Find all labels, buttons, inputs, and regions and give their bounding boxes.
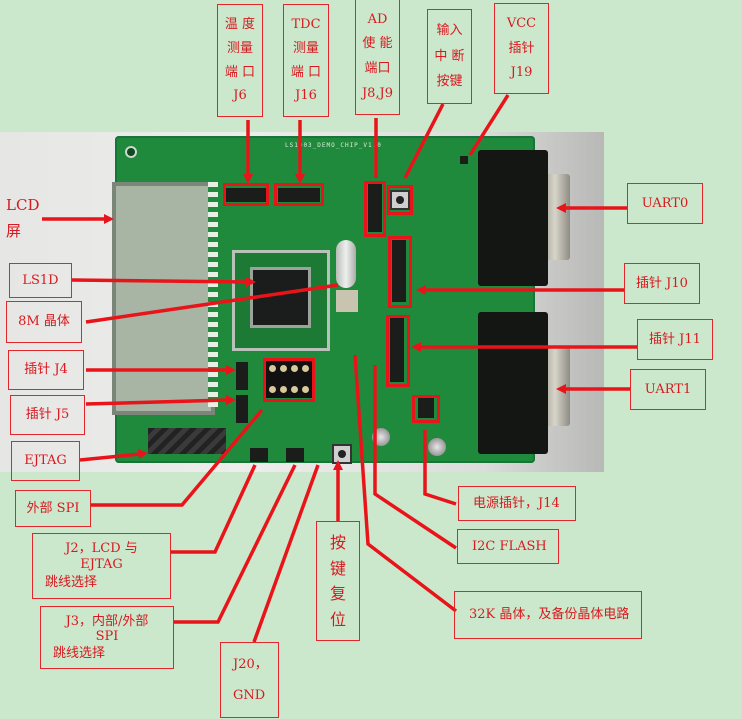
label-text: VCC [506,16,537,32]
label-text: 测量 [226,40,253,56]
label-text: GND [233,687,266,703]
label-text: 按 [329,533,346,553]
label-text: 跳线选择 [45,575,98,591]
line-j3 [174,464,297,624]
lcd-pins [208,182,218,407]
label-text: J3，内部/外部 SPI [65,613,149,645]
label-text: TDC [291,17,321,33]
label-ejtag: EJTAG [11,441,80,481]
header-j5 [236,395,248,423]
interrupt-button [390,190,410,210]
header-ejtag [148,428,226,454]
crystal-32k [336,290,358,312]
label-8m-crystal: 8M 晶体 [6,301,82,343]
label-text: 测量 [292,40,319,56]
label-text: 温 度 [224,17,256,33]
header-j8-j9 [368,182,382,232]
label-text: LCD [6,196,40,214]
label-text: J16 [295,88,317,104]
line-j20 [252,464,320,643]
label-reset-button: 按 键 复 位 [316,521,360,641]
label-32k-crystal: 32K 晶体，及备份晶体电路 [454,591,642,639]
label-vcc-pin-j19: VCC 插针 J19 [494,3,549,94]
reset-button [332,444,352,464]
label-pin-j10: 插针 J10 [624,263,700,304]
label-ad-enable-j8-j9: AD 使 能 端口 J8,J9 [355,0,400,115]
highlight-j16 [274,183,324,206]
label-uart1: UART1 [630,369,706,410]
label-text: 键 [329,558,346,578]
label-text: J8,J9 [361,85,394,101]
label-text: 复 [329,584,346,604]
label-external-spi: 外部 SPI [15,490,91,527]
label-uart0: UART0 [627,183,703,224]
label-text: 位 [329,609,346,629]
highlight-j14 [412,395,440,423]
label-text: J19 [510,65,533,81]
line-j2 [171,464,257,554]
label-text: 跳线选择 [53,645,106,661]
label-j20-gnd: J20， GND [220,642,279,718]
ls1d-chip [253,270,308,325]
label-tdc-port-j16: TDC 测量 端 口 J16 [283,4,329,117]
spi-socket [264,360,312,398]
label-i2c-flash: I2C FLASH [457,529,559,564]
jumper-j2 [250,448,268,462]
label-text: 插针 [508,40,535,56]
crystal-8m [336,240,356,288]
label-text: 输入 [436,23,463,39]
highlight-j8-j9 [364,181,386,237]
label-lcd: LCD 屏 [6,192,39,244]
header-j16 [278,188,320,202]
label-text: 端口 [364,61,391,77]
label-text: AD [367,11,388,27]
label-text: 端 口 [224,64,256,80]
header-j4 [236,362,248,390]
label-interrupt-button: 输入 中 断 按键 [427,9,472,104]
label-text: 屏 [6,222,22,240]
highlight-spi-socket [263,358,315,402]
label-text: J20， [233,656,268,672]
header-j19 [460,156,468,164]
label-text: 使 能 [362,36,393,52]
mounting-hole [125,146,137,158]
capacitor [372,428,390,446]
label-pin-j11: 插针 J11 [637,319,713,360]
jumper-j3 [286,448,304,462]
header-j10 [392,240,406,302]
lcd-screen [112,182,215,415]
label-j3-jumper: J3，内部/外部 SPI 跳线选择 [40,606,174,669]
capacitor [428,438,446,456]
label-text: J6 [233,88,247,104]
label-text: J2，LCD 与 EJTAG [65,541,138,572]
highlight-j10 [388,236,412,308]
label-power-pin-j14: 电源插针，J14 [458,486,576,521]
silkscreen-title: LS1D03_DEMO_CHIP_V1.0 [285,142,382,149]
label-text: 按键 [436,74,463,90]
highlight-j6 [223,183,269,206]
label-ls1d: LS1D [9,263,72,298]
label-text: 中 断 [434,48,465,64]
header-j6 [226,188,268,202]
label-pin-j5: 插针 J5 [10,395,85,435]
highlight-interrupt-button [387,185,413,215]
uart1-connector [478,312,548,454]
label-pin-j4: 插针 J4 [8,350,84,390]
label-text: 端 口 [290,64,322,80]
uart0-connector [478,150,548,286]
label-j2-jumper: J2，LCD 与 EJTAG 跳线选择 [32,533,171,599]
label-temp-port-j6: 温 度 测量 端 口 J6 [217,4,263,117]
highlight-j11 [386,315,410,387]
